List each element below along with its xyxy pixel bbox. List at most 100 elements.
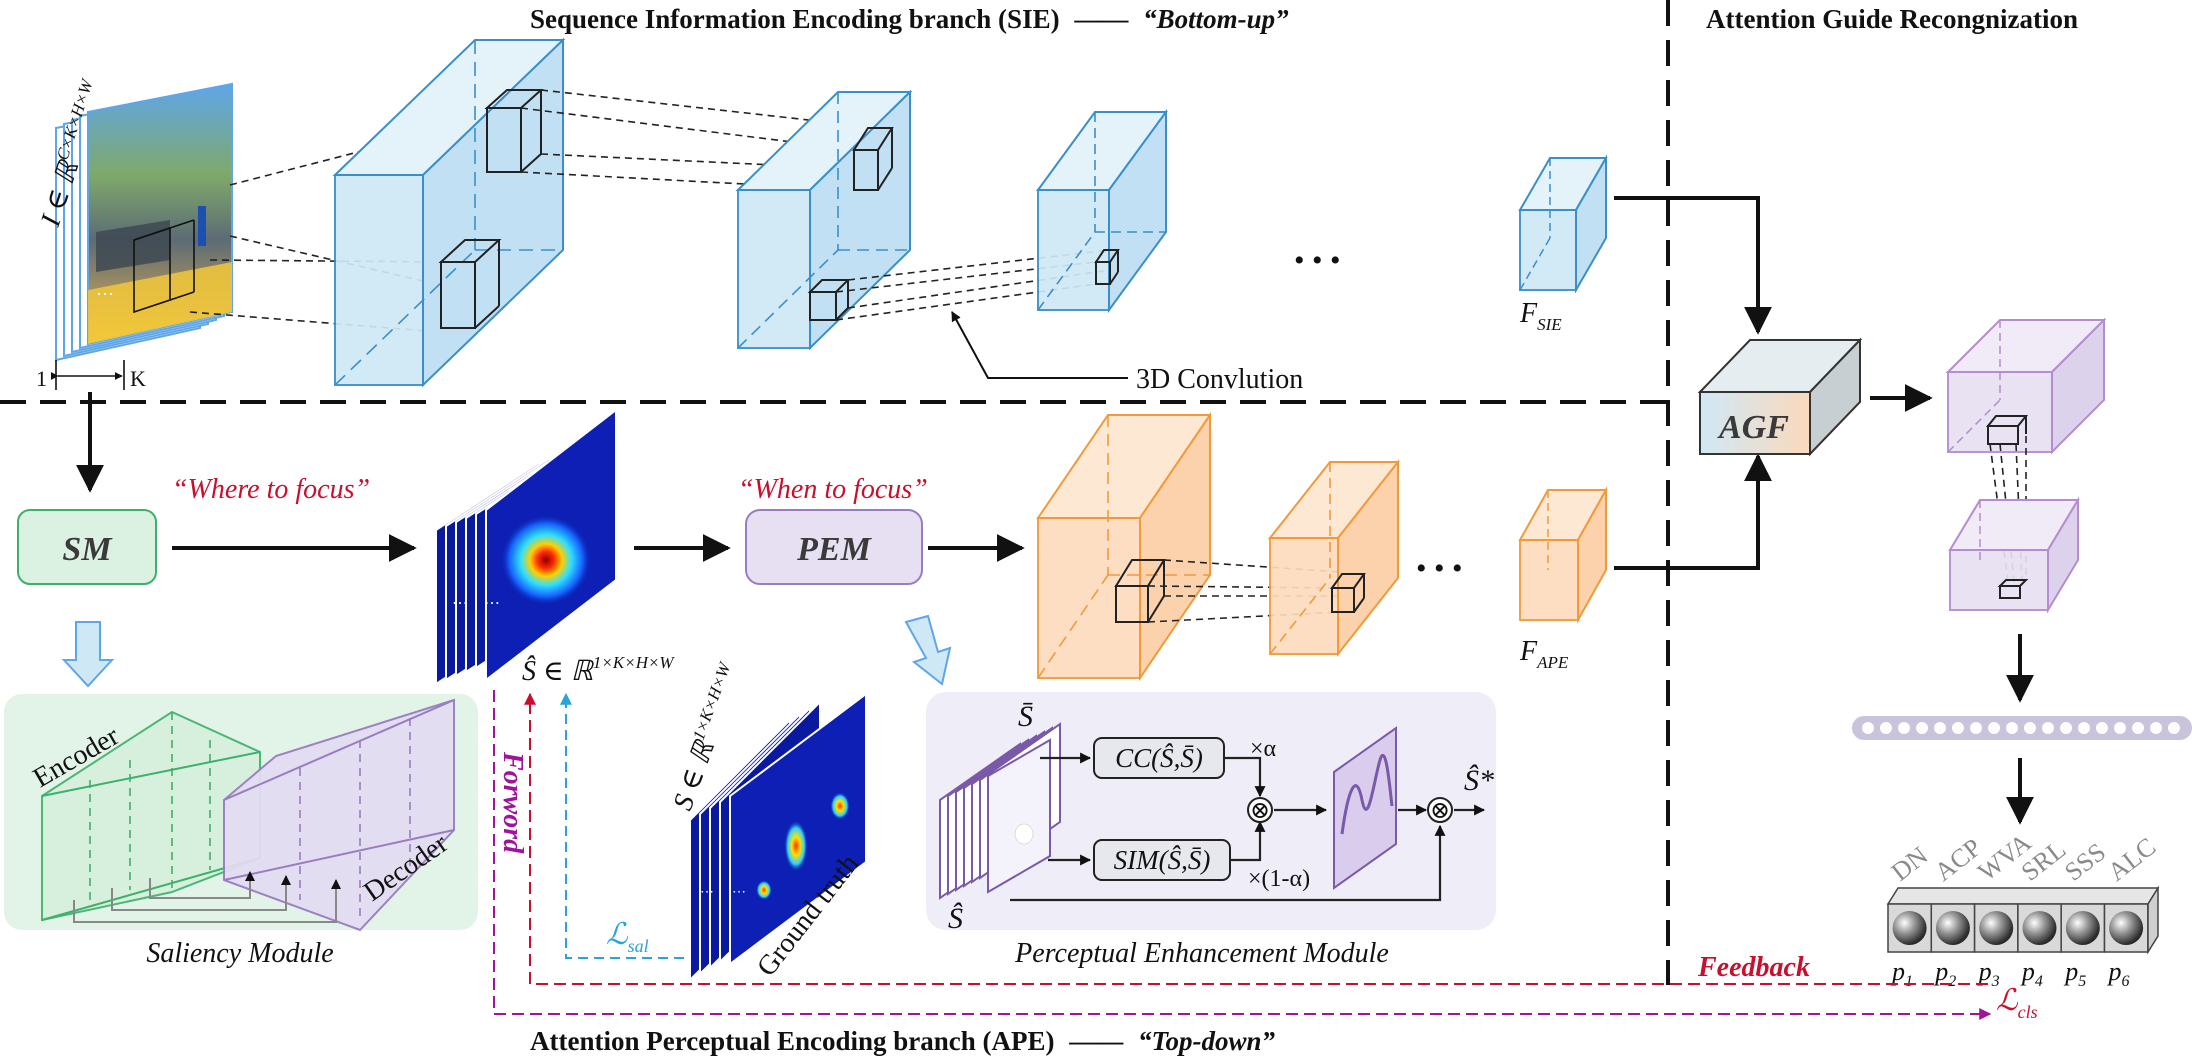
predicted-saliency-stack: ⋯ ⋯ xyxy=(435,407,617,686)
feedback-arrow xyxy=(524,692,1988,985)
ape-title-dash: —— xyxy=(1068,1026,1124,1056)
vector-dot xyxy=(2006,722,2018,734)
sm-label: SM xyxy=(62,531,113,568)
alpha-label: ×α xyxy=(1250,736,1277,762)
f-ape-cube xyxy=(1518,486,1608,624)
sm-expand-arrow xyxy=(61,621,115,688)
agr-title: Attention Guide Recongnization xyxy=(1706,4,2078,34)
sie-ellipsis: • • • xyxy=(1294,244,1341,277)
combine-otimes-2 xyxy=(1427,797,1453,823)
svg-text:⋯: ⋯ xyxy=(732,885,746,900)
vector-dot xyxy=(1880,722,1892,734)
vector-dot xyxy=(1862,722,1874,734)
f-sie-to-agf-arrow xyxy=(1614,196,1772,335)
wire xyxy=(1224,756,1266,798)
predicted-saliency-label: Ŝ ∈ ℝ1×K×H×W xyxy=(522,653,675,687)
sal-loss-arrow xyxy=(560,692,684,959)
class-prob-label: p6 xyxy=(2107,957,2130,990)
vector-dot xyxy=(1988,722,2000,734)
decoder-shape xyxy=(223,698,455,932)
pem-module-title: Perceptual Enhancement Module xyxy=(1014,938,1389,969)
s-star-label: Ŝ* xyxy=(1464,764,1494,797)
cls-loss-label: ℒcls xyxy=(1996,984,2038,1022)
conv-label: 3D Convlution xyxy=(1136,364,1303,395)
vector-dot xyxy=(1970,722,1982,734)
wire xyxy=(1010,824,1446,902)
class-ball-icon xyxy=(2065,911,2100,945)
vector-dot xyxy=(2042,722,2054,734)
class-output-row xyxy=(1886,885,2160,955)
forword-label: Forword xyxy=(497,751,528,854)
vector-dot xyxy=(2096,722,2108,734)
sie-title-dash: —— xyxy=(1073,4,1129,34)
svg-text:⋯: ⋯ xyxy=(484,595,500,612)
proj-line xyxy=(540,89,881,129)
combine-otimes-1 xyxy=(1247,797,1273,823)
class-name-label: ALC xyxy=(2102,832,2161,887)
pem-label: PEM xyxy=(796,531,872,568)
when-to-focus: “When to focus” xyxy=(738,474,928,505)
vector-dot xyxy=(2060,722,2072,734)
vector-dot xyxy=(2024,722,2036,734)
vector-dot xyxy=(2078,722,2090,734)
sie-feature-cube-3 xyxy=(1036,108,1168,314)
class-ball-icon xyxy=(2109,911,2144,945)
input-video-stack: ⋯ xyxy=(55,82,233,362)
forword-arrow xyxy=(493,690,1992,1020)
f-ape-to-agf-arrow xyxy=(1614,453,1772,570)
class-prob-label: p5 xyxy=(2063,957,2086,990)
class-prob-label: p3 xyxy=(1977,957,2000,990)
cc-box-label: CC(Ŝ,S̄) xyxy=(1115,743,1203,773)
fused-feature-cube-bottom xyxy=(1948,496,2080,614)
sie-feature-cube-2 xyxy=(735,89,913,351)
sal-loss-label: ℒsal xyxy=(606,918,649,956)
f-sie-label: FSIE xyxy=(1519,298,1562,334)
ape-title-tag: “Top-down” xyxy=(1138,1026,1276,1056)
conv-pointer-arrow xyxy=(951,311,1128,379)
agf-label: AGF xyxy=(1717,409,1789,446)
skip-connections xyxy=(73,871,341,923)
svg-text:⋯: ⋯ xyxy=(452,595,468,612)
vector-dot xyxy=(2132,722,2144,734)
vector-dot xyxy=(1952,722,1964,734)
sie-title-tag: “Bottom-up” xyxy=(1143,4,1289,34)
sie-branch-title: Sequence Information Encoding branch (SI… xyxy=(530,4,1289,34)
feature-vector xyxy=(1852,716,2192,740)
ape-branch-title: Attention Perceptual Encoding branch (AP… xyxy=(530,1026,1276,1056)
vector-dot xyxy=(1934,722,1946,734)
input-dimension-marker: 1 K xyxy=(36,360,146,391)
fused-feature-cube-top xyxy=(1945,317,2107,455)
ape-feature-cube-2 xyxy=(1267,459,1401,657)
class-ball-icon xyxy=(2022,911,2057,945)
one-minus-alpha-label: ×(1-α) xyxy=(1248,866,1310,892)
vector-dot xyxy=(2168,722,2180,734)
otimes-2-symbol: ⊗ xyxy=(1430,798,1450,824)
vector-dot xyxy=(1916,722,1928,734)
pem-input-frame xyxy=(987,738,1051,894)
feedback-label: Feedback xyxy=(1697,952,1810,983)
where-to-focus: “Where to focus” xyxy=(172,474,370,505)
dim-start-label: 1 xyxy=(36,366,47,391)
ape-title-text: Attention Perceptual Encoding branch (AP… xyxy=(530,1026,1055,1056)
f-ape-label: FAPE xyxy=(1519,636,1569,672)
saliency-module-title: Saliency Module xyxy=(146,938,333,969)
vector-dot xyxy=(1898,722,1910,734)
sm-block xyxy=(17,509,157,585)
class-prob-label: p1 xyxy=(1890,957,1913,990)
svg-text:⋯: ⋯ xyxy=(700,885,714,900)
class-name-label: DN xyxy=(1886,841,1934,887)
class-ball-icon xyxy=(1935,911,1970,945)
ground-truth-stack: ⋯ ⋯ xyxy=(689,692,867,983)
class-prob-label: p4 xyxy=(2020,957,2043,990)
ape-feature-cube-1 xyxy=(1036,411,1212,682)
vector-dot xyxy=(2114,722,2126,734)
pem-input-stack xyxy=(939,722,1061,900)
pem-block xyxy=(745,509,923,585)
agf-block xyxy=(1697,337,1863,457)
class-ball-icon xyxy=(1979,911,2014,945)
pem-expand-arrow xyxy=(904,614,952,686)
sie-feature-cube-1 xyxy=(332,37,566,388)
wire xyxy=(1230,820,1266,862)
sim-box-label: SIM(Ŝ,S̄) xyxy=(1114,845,1211,875)
